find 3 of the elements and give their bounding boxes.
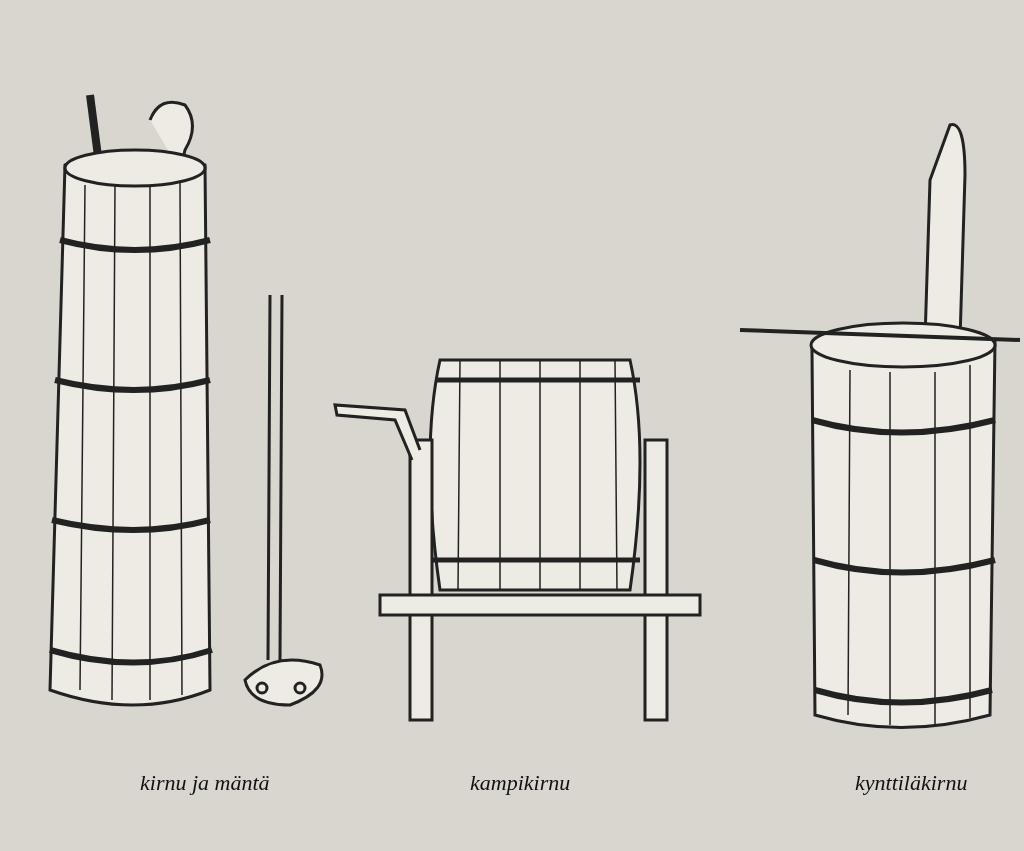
- caption: kynttiläkirnu: [855, 770, 968, 796]
- caption: kampikirnu: [470, 770, 571, 796]
- caption: kirnu ja mäntä: [140, 770, 270, 796]
